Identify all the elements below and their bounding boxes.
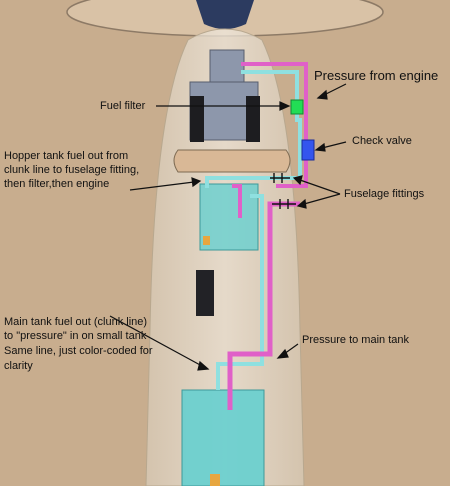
check-valve bbox=[301, 139, 315, 161]
engine-bracket bbox=[190, 96, 204, 142]
hopper-clunk bbox=[203, 236, 210, 245]
label-main-line-3: Same line, just color-coded for bbox=[4, 345, 153, 357]
label-main-line-2: to "pressure" in on small tank bbox=[4, 330, 147, 342]
arrowhead bbox=[296, 198, 307, 209]
main-tank bbox=[181, 389, 265, 486]
fuselage-fitting-upper bbox=[270, 173, 290, 183]
arrowhead bbox=[279, 101, 291, 111]
leader-check-valve bbox=[321, 141, 347, 149]
pressure-line-hopper-top bbox=[232, 184, 242, 218]
spinner-cone bbox=[196, 0, 254, 29]
arrowhead bbox=[314, 142, 326, 152]
leader-hopper bbox=[129, 181, 195, 191]
arrowhead bbox=[191, 177, 202, 188]
fuel-line-engine bbox=[241, 70, 299, 104]
fuselage-body bbox=[145, 28, 305, 486]
leader-fitting-upper bbox=[299, 179, 341, 195]
arrowhead bbox=[292, 175, 303, 186]
label-fuselage-fittings: Fuselage fittings bbox=[344, 188, 425, 200]
label-main-line-1: Main tank fuel out (clunk line) bbox=[4, 316, 148, 328]
arrowhead bbox=[197, 360, 210, 371]
engine-bracket bbox=[246, 96, 260, 142]
leader-main-tank-line bbox=[109, 315, 203, 367]
fuel-line-filter-to-fitting bbox=[205, 112, 302, 188]
pressure-line-engine bbox=[241, 62, 308, 188]
leader-fitting-lower bbox=[303, 193, 341, 205]
engine-block bbox=[209, 49, 245, 87]
arrowhead bbox=[276, 348, 289, 359]
main-clunk bbox=[210, 474, 220, 486]
firewall bbox=[173, 149, 291, 173]
servo-block bbox=[196, 270, 214, 316]
label-fuel-filter: Fuel filter bbox=[100, 100, 146, 112]
label-main-line-4: clarity bbox=[4, 360, 33, 372]
label-hopper-line-1: Hopper tank fuel out from bbox=[4, 150, 129, 162]
fuel-filter bbox=[290, 99, 304, 115]
fuel-line-main-tank bbox=[216, 194, 264, 390]
label-check-valve: Check valve bbox=[352, 135, 412, 147]
label-hopper-line-2: clunk line to fuselage fitting, bbox=[4, 164, 140, 176]
label-pressure-from-engine: Pressure from engine bbox=[314, 68, 439, 83]
arrowhead bbox=[316, 89, 328, 100]
label-hopper-line-3: then filter,then engine bbox=[4, 178, 110, 190]
fuselage-fitting-lower bbox=[272, 199, 296, 209]
label-pressure-to-main-tank: Pressure to main tank bbox=[302, 334, 409, 346]
